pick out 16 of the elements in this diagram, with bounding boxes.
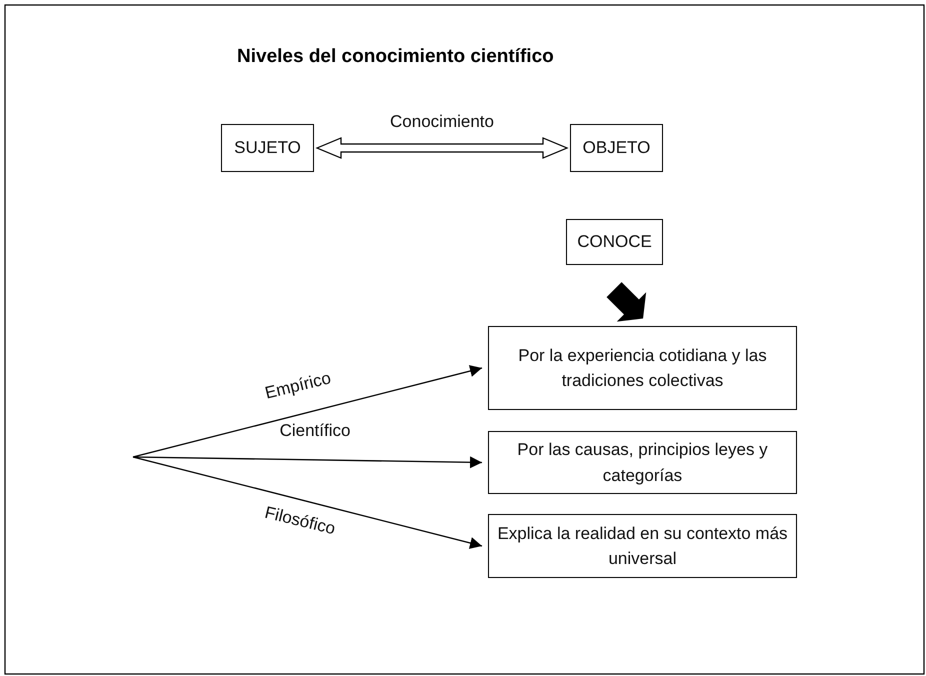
arrow (132, 456, 482, 468)
edge-label: Conocimiento (390, 112, 494, 132)
block-arrow (606, 282, 646, 322)
text-box: CONOCE (566, 219, 663, 265)
text-box: Explica la realidad en su contexto más universal (488, 514, 797, 578)
edge-label: Filosófico (262, 502, 338, 540)
arrow (132, 365, 482, 458)
text-box: Por las causas, principios leyes y categorías (488, 431, 797, 494)
diagram-title: Niveles del conocimiento científico (237, 46, 554, 68)
arrow (132, 456, 482, 549)
text-box: SUJETO (221, 124, 314, 172)
edge-label: Científico (280, 421, 350, 441)
edge-label: Empírico (263, 368, 333, 404)
double-block-arrow (315, 137, 569, 159)
text-box: Por la experiencia cotidiana y las tradiciones colectivas (488, 326, 797, 410)
text-box: OBJETO (570, 124, 663, 172)
